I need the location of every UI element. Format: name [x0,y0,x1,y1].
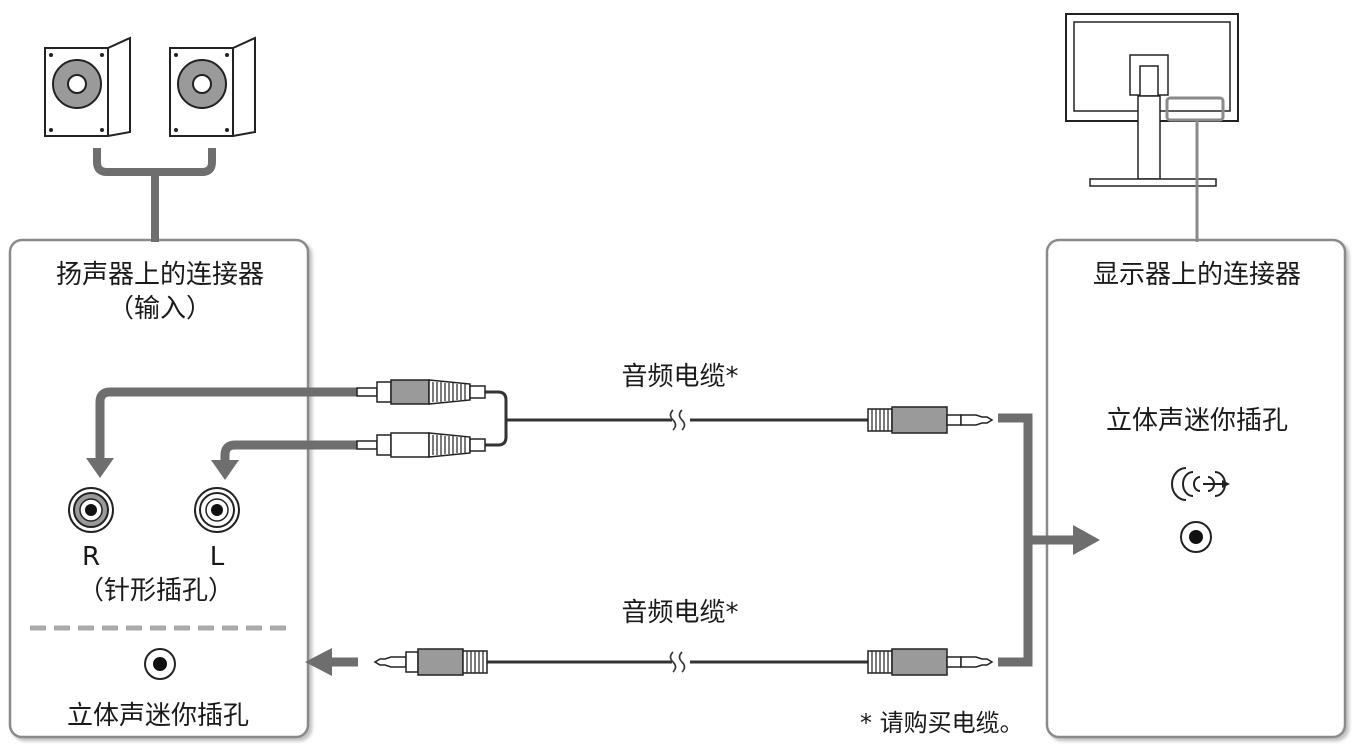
top-cable-label: 音频电缆* [621,362,739,392]
jack-label-r: R [81,542,101,572]
monitor-mini-jack-icon [1180,521,1212,553]
mini-plug-top-right-icon [867,406,994,434]
rca-plug-bottom-icon [356,432,486,458]
left-speaker-icon [44,36,131,137]
speakers-icon [44,36,256,242]
rca-plug-top-icon [356,379,486,405]
footnote: * 请购买电缆。 [860,709,1024,737]
monitor-port-highlight [1165,96,1225,122]
monitor-panel-title: 显示器上的连接器 [1092,260,1302,290]
speaker-panel-title: 扬声器上的连接器 [55,260,265,290]
mini-plug-bottom-left-icon [373,648,488,676]
right-speaker-icon [169,36,256,137]
rca-jack-l-icon [194,487,240,533]
speaker-mini-jack-label: 立体声迷你插孔 [66,701,250,731]
bottom-cable-label: 音频电缆* [621,598,739,628]
mini-plug-bottom-right-icon [867,648,994,676]
speaker-mini-jack-icon [144,648,176,680]
jack-label-l: L [209,542,225,572]
audio-output-icon [1171,467,1230,501]
rca-jack-r-icon [68,487,114,533]
connection-arrows [86,387,1100,676]
monitor-icon [1065,13,1239,242]
speaker-panel-subtitle: （输入） [107,294,213,324]
bottom-audio-cable [373,648,994,676]
pin-jack-label: （针形插孔） [77,576,235,606]
monitor-mini-jack-label: 立体声迷你插孔 [1105,406,1289,436]
top-audio-cable [356,379,994,458]
